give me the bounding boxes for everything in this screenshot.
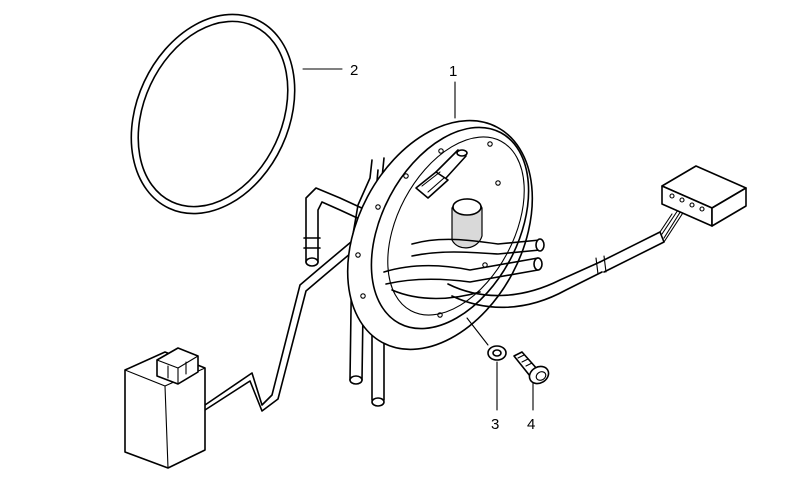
outlet-pipes (383, 238, 545, 300)
wiring-harness (447, 201, 691, 309)
bolt (513, 351, 550, 385)
washer (487, 345, 507, 361)
callout-label-4: 4 (527, 416, 535, 433)
float-sensor (124, 225, 377, 469)
callout-label-3: 3 (491, 416, 499, 433)
callout-label-1: 1 (449, 63, 457, 80)
leader-lines (302, 68, 534, 411)
flange-plate (346, 119, 534, 351)
callout-label-2: 2 (350, 62, 358, 79)
sealing-ring (130, 13, 296, 215)
connector-plug (661, 165, 747, 227)
